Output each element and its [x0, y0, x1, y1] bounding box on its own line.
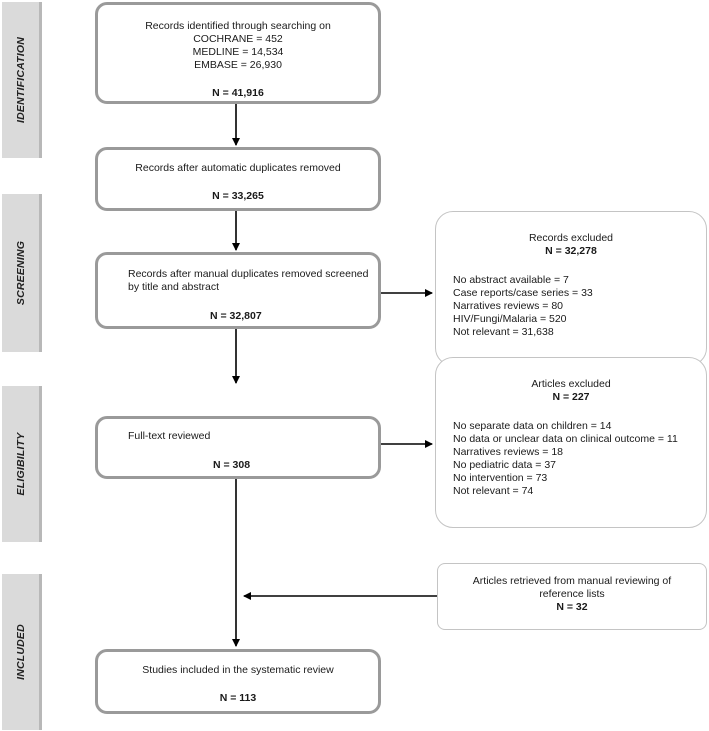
records-excluded-item: Narratives reviews = 80: [453, 300, 563, 312]
stage-screening: SCREENING: [2, 194, 42, 352]
included-text: Studies included in the systematic revie…: [142, 664, 334, 676]
records-excluded-item: No abstract available = 7: [453, 274, 569, 286]
identified-box: Records identified through searching on …: [95, 2, 381, 104]
identified-line-2: COCHRANE = 452: [193, 33, 283, 45]
records-excluded-box: Records excluded N = 32,278 No abstract …: [435, 211, 707, 366]
identified-line-3: MEDLINE = 14,534: [192, 46, 284, 58]
stage-identification: IDENTIFICATION: [2, 2, 42, 158]
stage-eligibility: ELIGIBILITY: [2, 386, 42, 542]
identified-line-4: EMBASE = 26,930: [194, 59, 282, 71]
manual-refs-count: N = 32: [556, 601, 588, 613]
articles-excluded-item: No separate data on children = 14: [453, 420, 612, 432]
manual-screened-line-1: Records after manual duplicates removed …: [128, 268, 369, 280]
auto-duplicates-count: N = 33,265: [212, 190, 264, 202]
stage-included: INCLUDED: [2, 574, 42, 730]
full-text-box: Full-text reviewed N = 308: [95, 416, 381, 479]
articles-excluded-count: N = 227: [552, 391, 590, 403]
articles-excluded-item: No pediatric data = 37: [453, 459, 557, 471]
manual-screened-box: Records after manual duplicates removed …: [95, 252, 381, 329]
manual-refs-line-2: reference lists: [539, 588, 605, 600]
articles-excluded-item: Not relevant = 74: [453, 485, 534, 497]
records-excluded-title: Records excluded: [528, 232, 614, 244]
included-count: N = 113: [219, 692, 257, 704]
articles-excluded-title: Articles excluded: [531, 378, 611, 390]
identified-line-1: Records identified through searching on: [145, 20, 331, 32]
manual-refs-box: Articles retrieved from manual reviewing…: [437, 563, 707, 630]
manual-screened-line-2: by title and abstract: [128, 281, 220, 293]
records-excluded-item: Case reports/case series = 33: [453, 287, 593, 299]
included-box: Studies included in the systematic revie…: [95, 649, 381, 714]
manual-refs-line-1: Articles retrieved from manual reviewing…: [472, 575, 672, 587]
articles-excluded-item: No intervention = 73: [453, 472, 548, 484]
articles-excluded-box: Articles excluded N = 227 No separate da…: [435, 357, 707, 528]
records-excluded-item: HIV/Fungi/Malaria = 520: [453, 313, 567, 325]
identified-count: N = 41,916: [212, 87, 264, 99]
records-excluded-count: N = 32,278: [545, 245, 597, 257]
records-excluded-item: Not relevant = 31,638: [453, 326, 554, 338]
articles-excluded-item: No data or unclear data on clinical outc…: [453, 433, 678, 445]
auto-duplicates-text: Records after automatic duplicates remov…: [135, 162, 341, 174]
manual-screened-count: N = 32,807: [210, 310, 262, 322]
full-text-text: Full-text reviewed: [128, 430, 211, 442]
full-text-count: N = 308: [213, 459, 251, 471]
articles-excluded-item: Narratives reviews = 18: [453, 446, 563, 458]
auto-duplicates-box: Records after automatic duplicates remov…: [95, 147, 381, 211]
